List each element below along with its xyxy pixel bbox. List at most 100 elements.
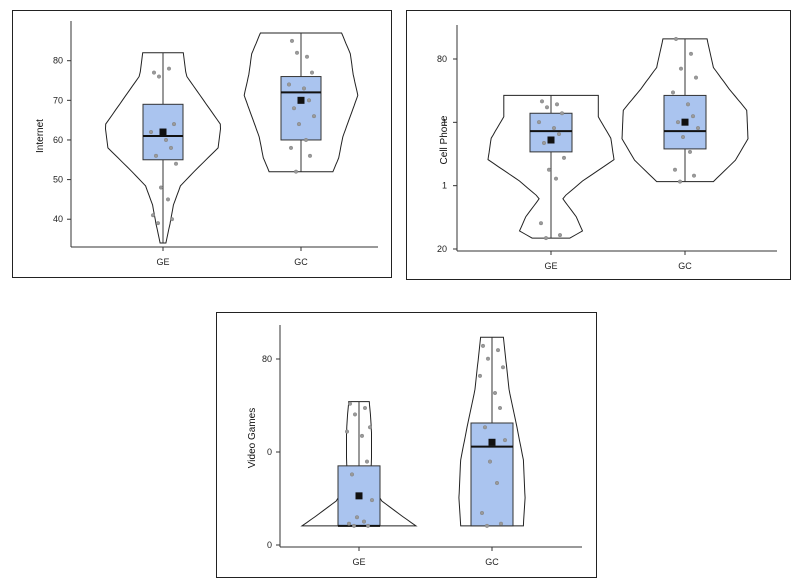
data-point xyxy=(289,145,294,150)
x-tick-label: GE xyxy=(544,261,557,271)
x-tick-label: GC xyxy=(485,557,499,567)
data-point xyxy=(359,433,364,438)
x-tick-label: GC xyxy=(678,261,692,271)
data-point xyxy=(351,523,356,528)
data-point xyxy=(556,132,561,137)
data-point xyxy=(496,348,501,353)
data-point xyxy=(498,405,503,410)
data-point xyxy=(674,36,679,41)
data-point xyxy=(554,102,559,107)
data-point xyxy=(478,373,483,378)
data-point xyxy=(165,197,170,202)
data-point xyxy=(173,161,178,166)
y-tick-label: 80 xyxy=(437,54,447,64)
data-point xyxy=(536,120,541,125)
data-point xyxy=(361,519,366,524)
y-tick-label: 70 xyxy=(53,95,63,105)
data-point xyxy=(346,521,351,526)
violin-outline xyxy=(621,38,749,183)
data-point xyxy=(294,169,299,174)
data-point xyxy=(678,179,683,184)
mean-marker xyxy=(488,438,496,446)
mean-marker xyxy=(547,136,555,144)
data-point xyxy=(480,510,485,515)
data-point xyxy=(352,412,357,417)
data-point xyxy=(307,98,312,103)
box-iqr xyxy=(663,94,707,150)
y-tick-label: 80 xyxy=(262,354,272,364)
data-point xyxy=(347,401,352,406)
x-tick-label: GC xyxy=(294,257,308,267)
data-point xyxy=(287,82,292,87)
data-point xyxy=(486,356,491,361)
data-point xyxy=(344,429,349,434)
data-point xyxy=(349,472,354,477)
data-point xyxy=(148,130,153,135)
data-point xyxy=(290,38,295,43)
data-point xyxy=(676,120,681,125)
data-point xyxy=(495,480,500,485)
data-point xyxy=(362,405,367,410)
data-point xyxy=(503,438,508,443)
data-point xyxy=(354,515,359,520)
data-point xyxy=(312,114,317,119)
data-point xyxy=(499,521,504,526)
data-point xyxy=(686,102,691,107)
data-point xyxy=(295,50,300,55)
data-point xyxy=(369,498,374,503)
data-point xyxy=(169,217,174,222)
data-point xyxy=(561,155,566,160)
data-point xyxy=(168,145,173,150)
data-point xyxy=(150,213,155,218)
data-point xyxy=(171,122,176,127)
violin-outline xyxy=(458,336,526,527)
y-tick-label: 1 xyxy=(442,181,447,191)
data-point xyxy=(694,75,699,80)
data-point xyxy=(696,126,701,131)
data-point xyxy=(493,390,498,395)
data-point xyxy=(365,523,370,528)
data-point xyxy=(689,51,694,56)
data-point xyxy=(488,459,493,464)
box-iqr xyxy=(280,76,322,141)
data-point xyxy=(155,221,160,226)
data-point xyxy=(692,173,697,178)
data-point xyxy=(553,176,558,181)
violin-outline xyxy=(243,32,359,173)
y-tick-label: 50 xyxy=(53,175,63,185)
box-iqr xyxy=(470,422,514,527)
y-tick-label: 20 xyxy=(437,244,447,254)
data-point xyxy=(153,153,158,158)
data-point xyxy=(166,66,171,71)
data-point xyxy=(691,114,696,119)
data-point xyxy=(483,425,488,430)
data-point xyxy=(292,106,297,111)
data-point xyxy=(539,99,544,104)
data-point xyxy=(158,185,163,190)
data-point xyxy=(364,459,369,464)
violin-outline xyxy=(104,52,222,244)
data-point xyxy=(305,54,310,59)
data-point xyxy=(681,135,686,140)
violin-outline xyxy=(487,94,615,239)
mean-marker xyxy=(681,118,689,126)
data-point xyxy=(559,111,564,116)
data-point xyxy=(501,365,506,370)
data-point xyxy=(151,70,156,75)
data-point xyxy=(544,105,549,110)
data-point xyxy=(551,126,556,131)
data-point xyxy=(671,90,676,95)
y-tick-label: 1 xyxy=(442,117,447,127)
data-point xyxy=(481,343,486,348)
mean-marker xyxy=(159,128,167,136)
y-tick-label: 0 xyxy=(267,447,272,457)
data-point xyxy=(679,66,684,71)
y-tick-label: 0 xyxy=(267,540,272,550)
data-point xyxy=(688,149,693,154)
data-point xyxy=(673,167,678,172)
